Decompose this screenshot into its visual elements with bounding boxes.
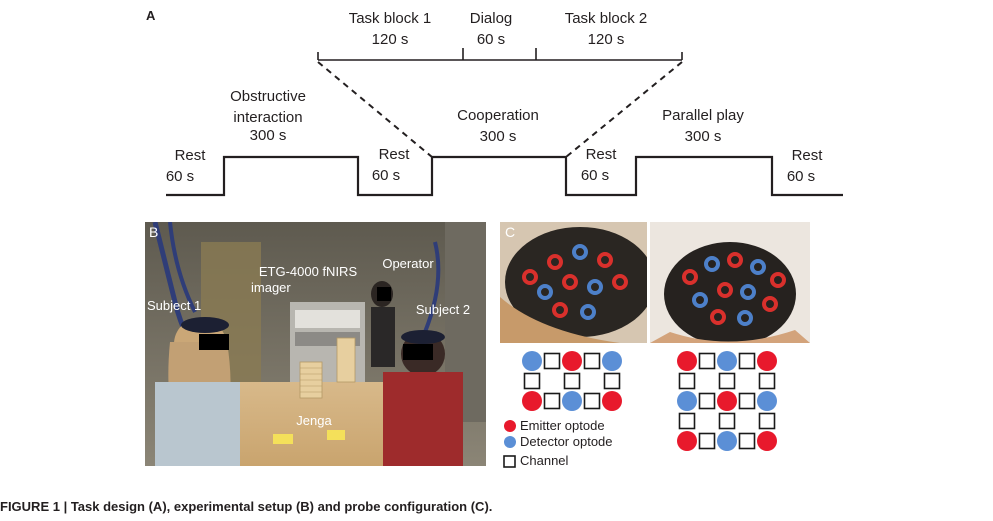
emitter-optode <box>677 431 697 451</box>
probe-grid-5x5 <box>677 351 777 451</box>
probe-photo-2-illustration <box>650 222 810 343</box>
channel-square <box>523 372 541 390</box>
emitter-legend-label: Emitter optode <box>520 418 605 433</box>
task-block-1-duration: 120 s <box>371 31 409 48</box>
figure-caption: FIGURE 1 | Task design (A), experimental… <box>0 499 493 514</box>
emitter-optode <box>757 431 777 451</box>
detector-legend-label: Detector optode <box>520 434 613 449</box>
channel-square <box>758 412 776 430</box>
detector-optode <box>717 431 737 451</box>
channel-square <box>603 372 621 390</box>
phase-rest-4-duration: 60 s <box>786 168 816 185</box>
phase-obstructive-duration: 300 s <box>249 127 287 144</box>
phase-obstructive-label: Obstructive interaction <box>230 88 306 126</box>
task-block-1-label: Task block 1 <box>348 10 432 27</box>
emitter-optode <box>717 391 737 411</box>
phase-cooperation-label: Cooperation <box>457 107 539 124</box>
subject-1-label: Subject 1 <box>147 298 202 313</box>
emitter-optode <box>522 391 542 411</box>
channel-square <box>738 352 756 370</box>
operator-label: Operator <box>382 256 434 271</box>
timeline-step-line <box>166 155 843 197</box>
zoom-dashed-right <box>565 61 683 158</box>
channel-square <box>543 392 561 410</box>
phase-parallel-play-label: Parallel play <box>662 107 744 124</box>
channel-square <box>738 392 756 410</box>
phase-rest-1-label: Rest <box>174 147 206 164</box>
probe-photo-2 <box>650 222 810 343</box>
detector-optode <box>562 391 582 411</box>
detector-optode <box>677 391 697 411</box>
channel-square <box>563 372 581 390</box>
phase-rest-4-label: Rest <box>791 147 823 164</box>
panel-c-letter: C <box>505 224 516 240</box>
phase-cooperation-duration: 300 s <box>479 128 517 145</box>
zoom-dashed-left <box>317 61 433 158</box>
probe-grid-3x5 <box>522 351 622 411</box>
detector-optode <box>522 351 542 371</box>
phase-rest-2-duration: 60 s <box>371 167 401 184</box>
channel-legend-marker <box>503 455 516 468</box>
imager-label-line-1: ETG-4000 fNIRS <box>258 264 358 279</box>
detector-optode <box>757 391 777 411</box>
channel-square <box>678 412 696 430</box>
channel-square <box>583 352 601 370</box>
channel-square <box>718 412 736 430</box>
task-block-2-duration: 120 s <box>587 31 625 48</box>
detector-optode <box>602 351 622 371</box>
subject-2-label: Subject 2 <box>415 302 471 317</box>
channel-square <box>698 392 716 410</box>
jenga-label: Jenga <box>296 413 332 428</box>
channel-square <box>678 372 696 390</box>
imager-label-line-2: imager <box>251 280 291 295</box>
channel-square <box>583 392 601 410</box>
channel-legend-label: Channel <box>520 453 569 468</box>
emitter-legend-marker <box>504 420 516 432</box>
panel-b-letter: B <box>149 224 159 240</box>
phase-parallel-play-duration: 300 s <box>684 128 722 145</box>
probe-photo-1-illustration <box>500 222 647 343</box>
phase-rest-3-label: Rest <box>585 146 617 163</box>
emitter-optode <box>562 351 582 371</box>
channel-square <box>738 432 756 450</box>
channel-square <box>698 432 716 450</box>
phase-rest-1-duration: 60 s <box>165 168 195 185</box>
dialog-duration: 60 s <box>476 31 506 48</box>
channel-square <box>718 372 736 390</box>
channel-square <box>698 352 716 370</box>
task-design-panel: A Task block 1 120 s Dialog 60 s Task bl… <box>0 0 993 215</box>
task-block-2-label: Task block 2 <box>564 10 648 27</box>
emitter-optode <box>757 351 777 371</box>
channel-square <box>758 372 776 390</box>
experimental-setup-photo: B ETG-4000 fNIRS imager Operator Subject… <box>145 222 486 466</box>
emitter-optode <box>602 391 622 411</box>
detector-legend-marker <box>504 436 516 448</box>
channel-square <box>543 352 561 370</box>
setup-photo-illustration <box>145 222 486 466</box>
phase-rest-2-label: Rest <box>378 146 410 163</box>
task-timeline-diagram <box>166 48 843 197</box>
emitter-optode <box>677 351 697 371</box>
phase-rest-3-duration: 60 s <box>580 167 610 184</box>
probe-photo-1: C <box>500 222 647 343</box>
dialog-label: Dialog <box>469 10 513 27</box>
panel-a-letter: A <box>146 8 156 23</box>
detector-optode <box>717 351 737 371</box>
